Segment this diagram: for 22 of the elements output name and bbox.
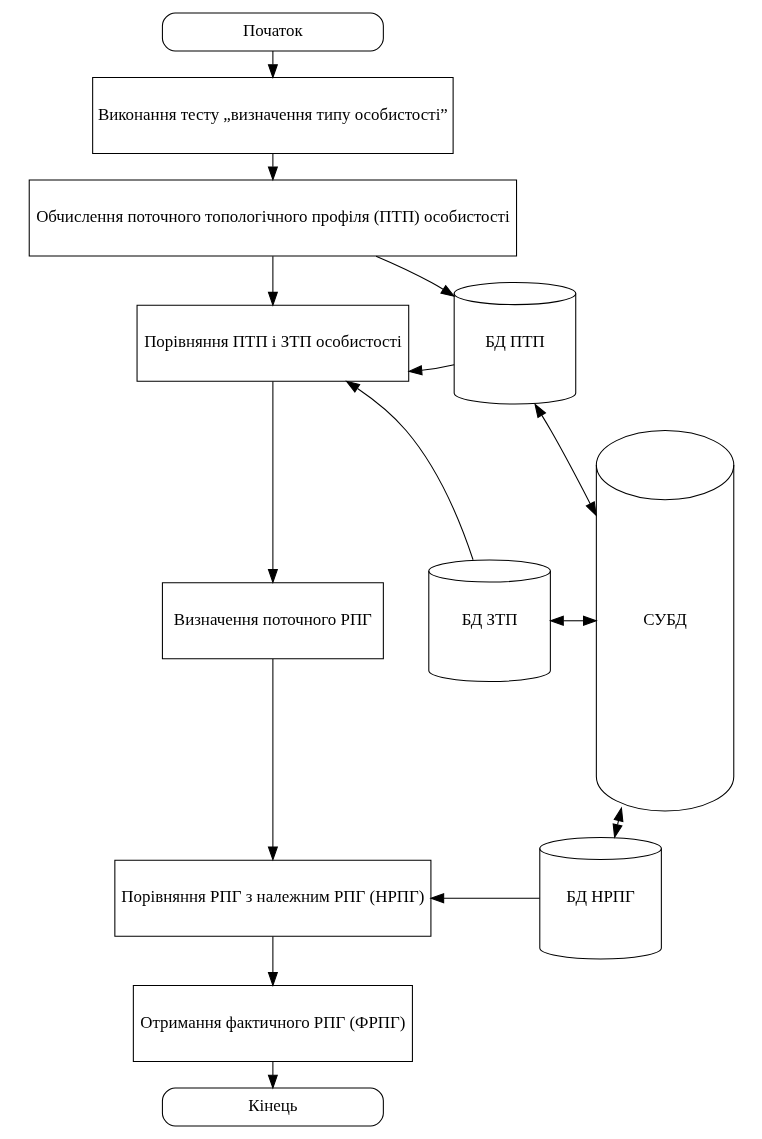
arrow [612, 806, 623, 839]
node-box: Порівняння ПТП і ЗТП особистості [136, 304, 409, 382]
arrow [375, 255, 455, 297]
arrow [406, 364, 455, 376]
arrow [344, 380, 474, 561]
arrow [548, 615, 598, 626]
node-box: Порівняння РПГ з належним РПГ (НРПГ) [113, 859, 431, 937]
node-box: Визначення поточного РПГ [161, 582, 384, 660]
arrow [267, 255, 278, 307]
node-box: Виконання тесту „визначення типу особистості” [91, 76, 454, 155]
arrow [267, 936, 278, 987]
arrow [267, 658, 278, 862]
arrow [267, 1061, 278, 1090]
arrow [267, 50, 278, 79]
node-box: Обчислення поточного топологічного профіля (ПТП) особистості [28, 179, 517, 257]
arrow [267, 153, 278, 182]
node-box: Початок [161, 12, 384, 52]
arrow [428, 893, 540, 904]
node-box: Кінець [161, 1087, 384, 1127]
arrow [533, 403, 597, 517]
arrow [267, 380, 278, 584]
node-box: Отримання фактичного РПГ (ФРПГ) [132, 984, 413, 1063]
